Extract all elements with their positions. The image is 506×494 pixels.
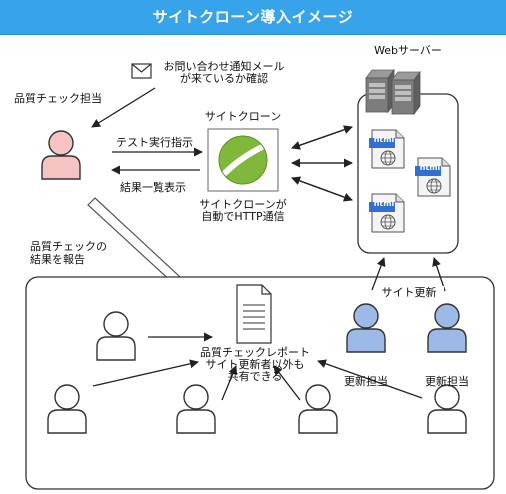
arrow-member-4: [273, 365, 301, 401]
report-note-line2: 結果を報告: [30, 253, 85, 266]
arrow-member-5: [317, 359, 423, 399]
site-update-label: サイト更新: [374, 286, 444, 299]
site-clone-logo: [207, 128, 279, 192]
report-note-line1: 品質チェックの: [30, 240, 107, 253]
arrow-member-3: [221, 365, 238, 401]
report-doc-line3: 共有できる: [227, 370, 283, 383]
report-doc-line2: サイト更新者以外も: [205, 358, 305, 371]
web-server-label: Webサーバー: [374, 44, 442, 57]
page-title: サイトクローン導入イメージ: [152, 8, 354, 26]
updater-label-1: 更新担当: [344, 375, 388, 388]
notify-text-line1: お問い合わせ通知メール: [163, 60, 285, 73]
html-tag-3: html: [374, 199, 395, 208]
qa-person-icon: [41, 130, 81, 180]
site-clone-label: サイトクローン: [204, 110, 282, 123]
arrow-site-update-1: [371, 257, 386, 291]
title-banner: [0, 0, 506, 35]
mail-icon: [131, 63, 152, 79]
qa-person-label: 品質チェック担当: [14, 92, 102, 105]
result-display-label: 結果一覧表示: [120, 181, 186, 194]
html-tag-2: html: [420, 163, 441, 172]
arrow-member-2: [92, 359, 199, 387]
test-instruction-label: テスト実行指示: [116, 136, 193, 149]
server-icon: [365, 68, 421, 116]
auto-http-line1: サイトクローンが: [199, 198, 287, 211]
auto-http-line2: 自動でHTTP通信: [201, 210, 285, 223]
notify-text-line2: が来ているか確認: [180, 72, 268, 85]
arrow-site-update-2: [432, 257, 446, 292]
arrow-notify: [91, 87, 156, 128]
html-tag-1: html: [374, 135, 395, 144]
updater-label-2: 更新担当: [425, 375, 469, 388]
http-arrows: [291, 125, 353, 202]
report-doc-line1: 品質チェックレポート: [200, 346, 310, 359]
report-document-icon: [236, 284, 272, 344]
